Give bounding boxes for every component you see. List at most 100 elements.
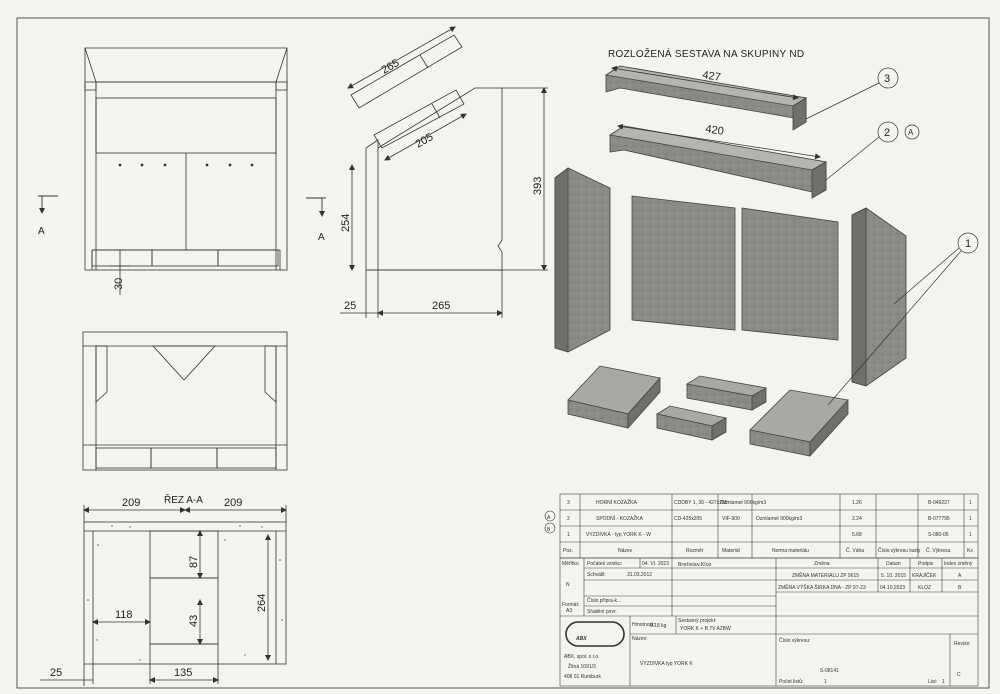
dim-118: 118 — [115, 609, 133, 621]
balloon-3: 3 — [884, 73, 890, 85]
change-header-signature: Podpis — [918, 561, 934, 567]
cell-mass: 1.26 — [852, 500, 862, 506]
weight-label: Hmotnost: — [632, 622, 655, 628]
part-name: VYZDÍVKA typ YORK K — [640, 660, 693, 667]
change-row-a-index: A — [958, 573, 962, 579]
cell-pos: 2 — [567, 516, 570, 522]
cell-mass: 2.24 — [852, 516, 862, 522]
header-name: Název — [618, 548, 633, 554]
dim-25-side: 25 — [344, 300, 356, 312]
change-row-b: ZMĚNA VÝŠKA ŠIRKA DNA - ZP 97-23 — [778, 583, 866, 591]
company-street: Žitná 1091/3 — [568, 662, 596, 670]
cell-material: Ozmlamet 900kg/m3 — [756, 516, 802, 522]
cell-qty: 1 — [969, 516, 972, 522]
change-row-a-sign: KRAJÍČEK — [912, 572, 937, 579]
section-title: ŘEZ A-A — [164, 493, 203, 506]
side-view — [340, 26, 548, 318]
header-norm: Rozměr — [686, 548, 704, 554]
parts-header: Poz. Název Rozměr Materiál Norma materiá… — [563, 547, 973, 554]
approved-date: 31.03.2012 — [627, 572, 652, 578]
drawing-no-label: Číslo výkresu: — [779, 637, 810, 644]
sheet-value: 1 — [942, 679, 945, 685]
company-name: ABX, spol. s r.o. — [564, 654, 600, 660]
created-date: 04. VI. 2023 — [642, 561, 669, 567]
top-view — [82, 331, 288, 471]
cell-name: HORNÍ KOZAŽKA — [596, 498, 638, 506]
change-header-date: Datum — [886, 561, 901, 567]
change-row-b-date: 04.10.2023 — [880, 585, 905, 591]
part-1-floor-brick-mid-top — [685, 375, 768, 411]
revision-label: Revize: — [954, 641, 971, 647]
svg-text:ABX: ABX — [575, 636, 587, 642]
dim-43: 43 — [188, 615, 200, 627]
header-drawing-no: Číslo výkresu karty — [878, 547, 921, 554]
company-city: 408 01 Rumburk — [564, 674, 601, 680]
revision-mark-a: A — [908, 128, 914, 137]
company-logo: ABX — [565, 621, 625, 647]
balloon-1: 1 — [965, 238, 971, 250]
cell-mat: Ozmlamet 900kg/m3 — [720, 500, 766, 506]
part-1-floor-brick-left — [567, 365, 661, 430]
dim-25-section: 25 — [50, 667, 62, 679]
cell-drawing: B-049227 — [928, 500, 950, 506]
parts-rev-b: B — [547, 527, 551, 533]
dim-30: 30 — [113, 278, 125, 290]
weight-value: 9.18 kg — [650, 623, 667, 629]
front-view — [84, 47, 288, 295]
header-material: Norma materiálu — [772, 548, 809, 554]
approved-label: Schválil: — [587, 572, 606, 578]
cell-name: SPODNÍ - KOZAŽKA — [596, 514, 644, 522]
parts-row-2: 2 SPODNÍ - KOZAŽKA CD-425x205 VIF-900 Oz… — [567, 514, 972, 522]
project-value: YORK K + B 7V A2BW — [680, 626, 731, 632]
change-row-a: ZMĚNA MATERIÁLU ZP 9615 — [792, 571, 859, 579]
dim-209-right: 209 — [224, 497, 242, 509]
part-1-back-left — [631, 195, 736, 331]
prep-label: Číslo přípra-k... — [587, 597, 621, 604]
dim-135: 135 — [174, 667, 192, 679]
sheets-label: Počet listů: — [779, 678, 803, 685]
change-row-a-date: 5. 10. 2015 — [881, 573, 906, 579]
header-pos: Poz. — [563, 548, 573, 554]
part-1-floor-brick-mid-bottom — [655, 405, 728, 441]
project-label: Sestavný projekt: — [678, 618, 716, 624]
sheet-label: List: — [928, 679, 937, 685]
dim-420: 420 — [705, 123, 725, 138]
cell-qty: 1 — [969, 500, 972, 506]
exploded-view — [554, 65, 907, 458]
created-label: Počátek vzniku: — [587, 561, 622, 567]
finish-label: Sřadění povr. — [587, 609, 617, 615]
part-1-left-wall — [554, 167, 611, 353]
change-header: Změna — [814, 561, 830, 567]
cell-mat: VIF-900 — [722, 516, 740, 522]
author: Bretislav.Kloz — [678, 562, 712, 568]
format-value: A3 — [566, 608, 572, 614]
cell-norm: CD-425x205 — [674, 516, 702, 522]
cell-drawing: S-080-05 — [928, 532, 949, 538]
header-weight: Č. Výkresu — [926, 547, 951, 554]
parts-rev-a: A — [547, 515, 551, 521]
cell-qty: 1 — [969, 532, 972, 538]
section-view — [40, 505, 287, 686]
dim-393: 393 — [532, 177, 544, 195]
dim-264: 264 — [256, 594, 268, 612]
drawing-number: S-08141 — [820, 668, 839, 674]
dim-265-bottom: 265 — [432, 300, 450, 312]
part-1-back-right — [741, 207, 839, 341]
name-label: Název: — [632, 636, 648, 642]
change-row-b-sign: KLOZ — [918, 585, 931, 591]
cell-mass: 5.68 — [852, 532, 862, 538]
header-mat: Materiál — [722, 548, 740, 554]
scale-value: N — [566, 582, 570, 588]
dim-427: 427 — [702, 69, 722, 84]
section-marker-left — [38, 195, 58, 214]
sheet-border — [16, 17, 990, 689]
header-mass: Č. Váha — [846, 547, 864, 554]
cell-drawing: B-077795 — [928, 516, 950, 522]
revision-value: C — [957, 672, 961, 678]
parts-row-3: 3 HORNÍ KOZAŽKA CDDBY 1, 30 - 427x265 Oz… — [567, 498, 972, 506]
balloon-leaders — [805, 67, 979, 406]
dim-87: 87 — [188, 556, 200, 568]
parts-row-1: 1 VYZDÍVKA - typ YORK K - W 5.68 S-080-0… — [567, 531, 972, 538]
scale-label: Měřítko — [562, 561, 579, 567]
